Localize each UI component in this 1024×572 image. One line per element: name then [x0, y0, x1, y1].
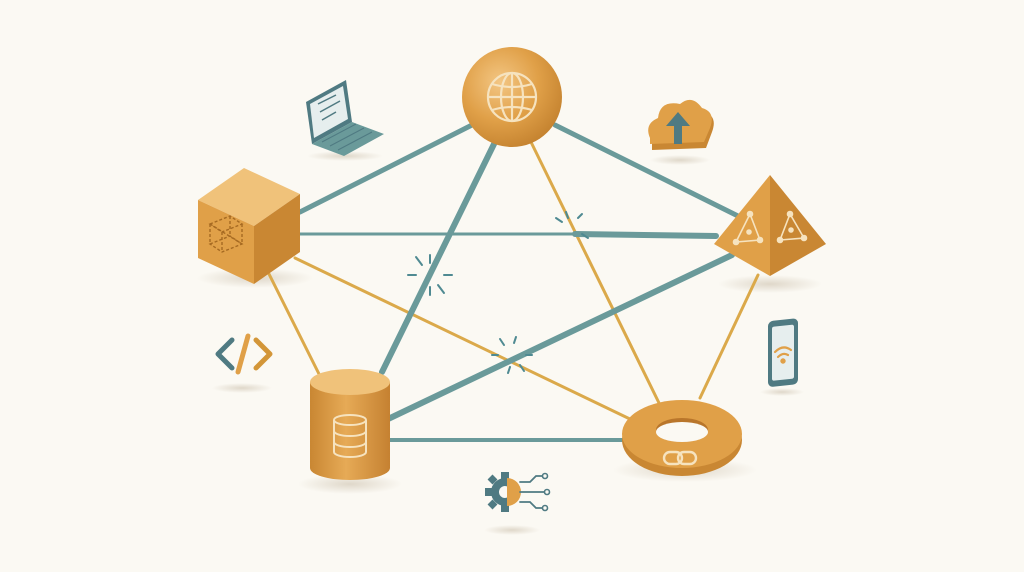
link-cube-torus [293, 256, 634, 422]
teal-links [297, 122, 745, 442]
link-globe-database [379, 139, 498, 375]
link-cube-globe [297, 122, 475, 215]
link-globe-pyramid [552, 122, 745, 221]
link-pyramid-torus [698, 273, 760, 400]
database-icon [333, 414, 367, 458]
gear-circuit-icon [485, 472, 551, 512]
pyramid-node [714, 175, 826, 276]
node-shadows [197, 151, 822, 535]
chain-link-icon [662, 450, 698, 466]
laptop-code-icon [306, 80, 384, 156]
spark-marks [407, 211, 589, 374]
globe-icon [486, 71, 538, 123]
network-triangle-icon [732, 210, 808, 246]
link-globe-torus [528, 138, 662, 407]
spark-1 [407, 254, 453, 296]
code-brackets-icon [215, 333, 273, 375]
gold-links [266, 138, 760, 422]
spark-2 [491, 336, 533, 374]
database-node [310, 369, 390, 480]
cube-node [198, 168, 300, 284]
cloud-upload-icon [648, 99, 714, 150]
link-cube-database [266, 270, 324, 382]
spark-3 [555, 211, 589, 239]
torus-node [622, 400, 742, 476]
link-cube-pyramid-b [572, 231, 719, 239]
smartphone-wifi-icon [768, 318, 798, 387]
cube-wireframe-icon [208, 215, 244, 253]
link-database-pyramid [383, 252, 735, 423]
globe-node [462, 47, 562, 147]
